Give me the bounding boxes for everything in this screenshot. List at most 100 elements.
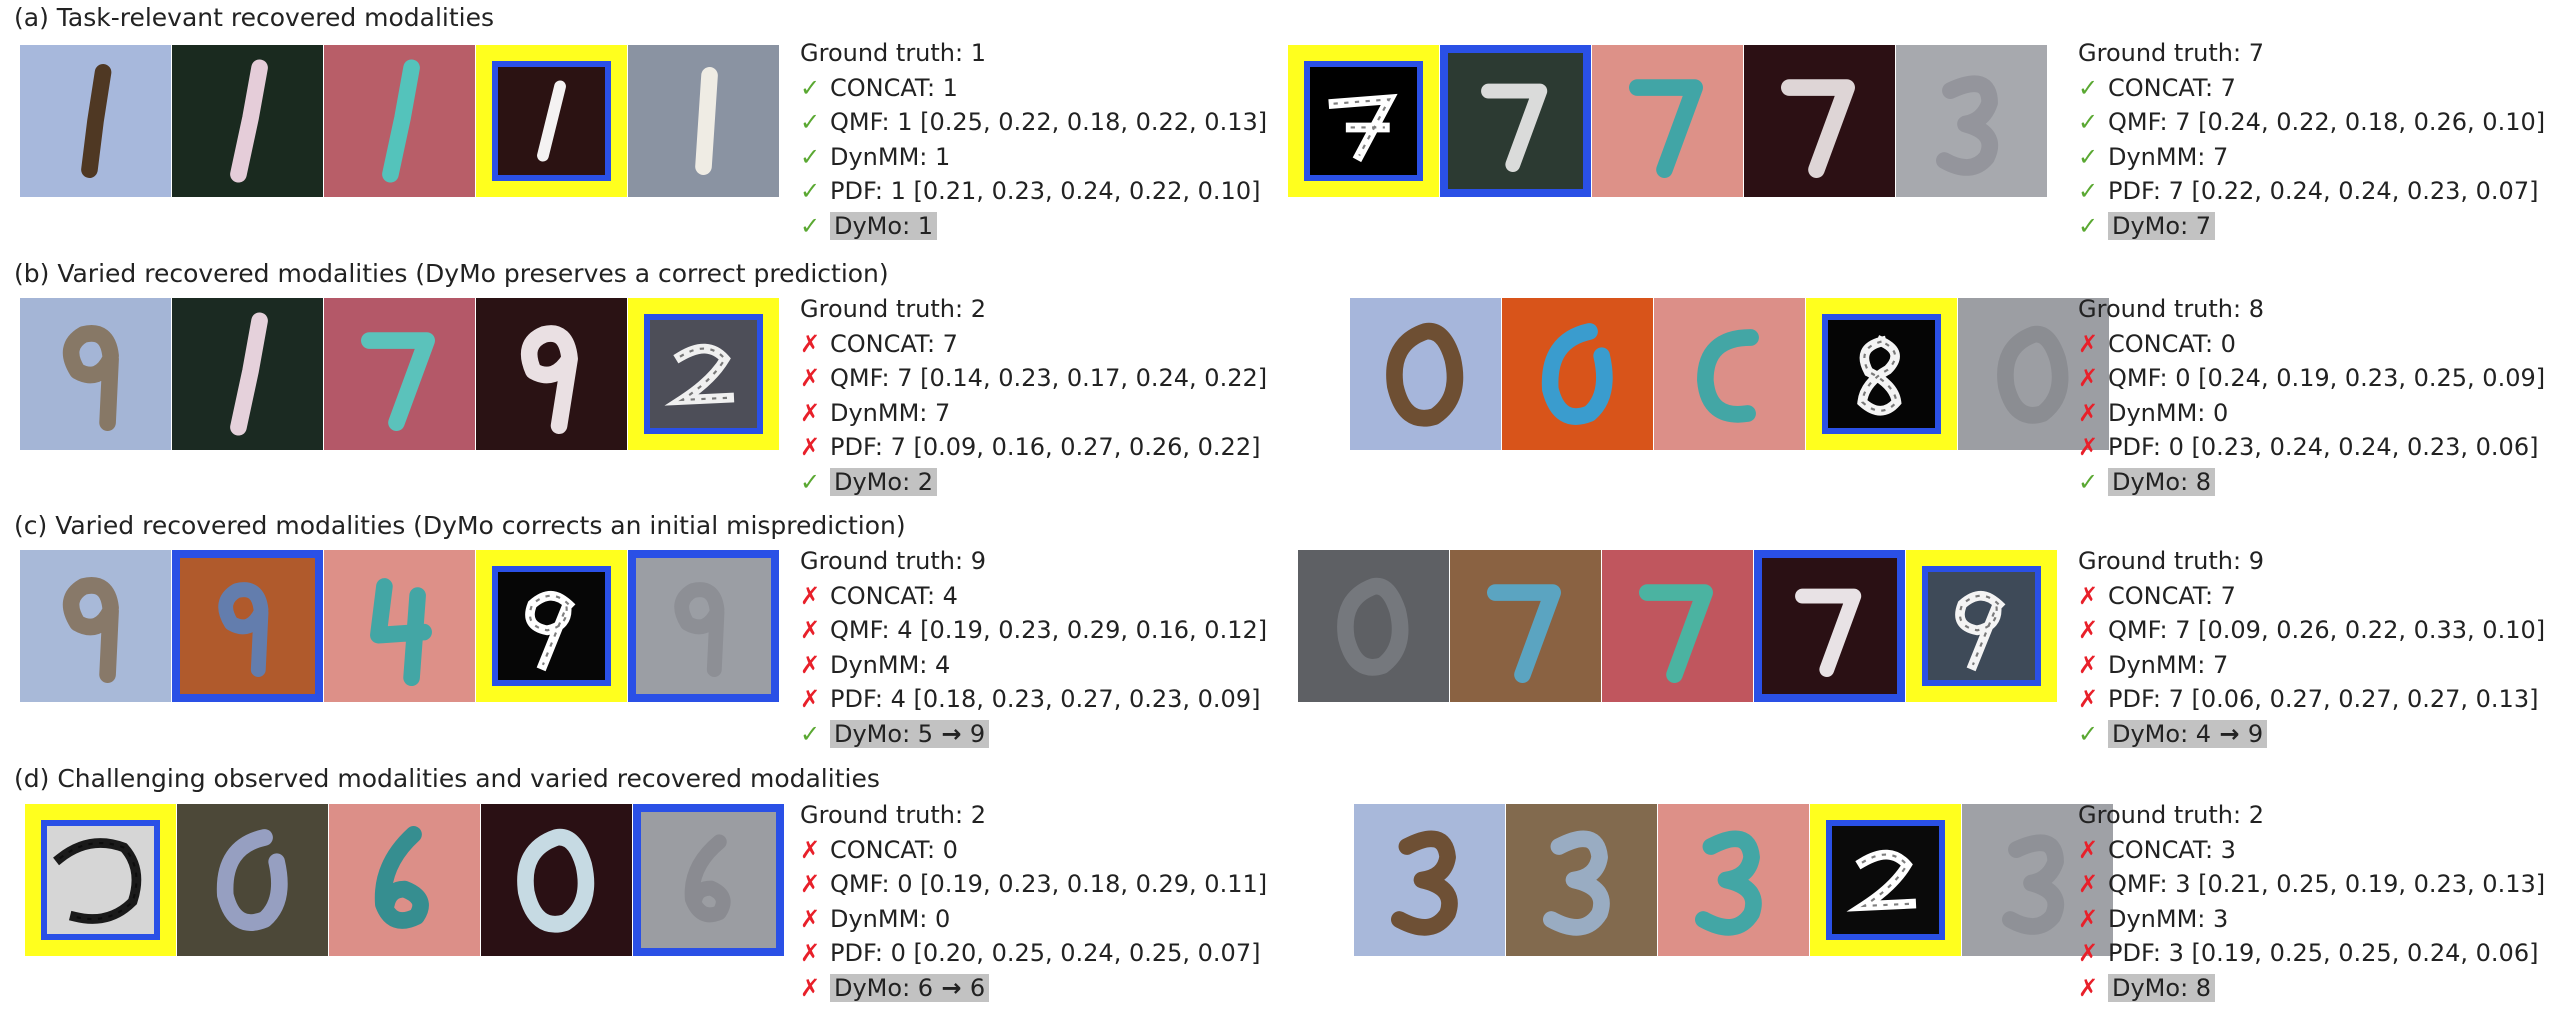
concat-result: ✗CONCAT: 7 [800, 327, 1267, 362]
concat-result: ✗ CONCAT: 0 [2078, 327, 2545, 362]
check-icon: ✓ [800, 211, 821, 240]
section-title-d: (d) Challenging observed modalities and … [14, 764, 880, 793]
dymo-initial: DyMo: 5 [834, 719, 934, 748]
concat-result: ✓CONCAT: 1 [800, 71, 1267, 106]
cross-icon: ✗ [2078, 616, 2099, 644]
cross-icon: ✗ [2078, 870, 2099, 898]
check-icon: ✓ [800, 719, 821, 748]
image-strip [20, 298, 779, 450]
cross-icon: ✗ [2078, 364, 2099, 392]
dymo-initial: DyMo: 6 [834, 973, 934, 1002]
pdf-result: ✗PDF: 7 [0.09, 0.16, 0.27, 0.26, 0.22] [800, 430, 1267, 465]
dymo-result: ✓DyMo: 2 [800, 465, 1267, 500]
modality-image [324, 298, 475, 450]
modality-image [476, 298, 627, 450]
qmf-label: QMF: 0 [0.24, 0.19, 0.23, 0.25, 0.09] [2108, 364, 2546, 392]
check-icon: ✓ [2078, 719, 2099, 748]
check-icon: ✓ [2078, 73, 2099, 102]
dymo-label: DyMo: 5 → 9 [830, 719, 990, 748]
result-block: Ground truth: 2✗CONCAT: 3✗QMF: 3 [0.21, … [2078, 798, 2545, 1005]
modality-image [1744, 45, 1895, 197]
pdf-result: ✗PDF: 7 [0.06, 0.27, 0.27, 0.27, 0.13] [2078, 682, 2545, 717]
dynmm-label: DynMM: 0 [2108, 398, 2229, 427]
section-title-a: (a) Task-relevant recovered modalities [14, 3, 495, 32]
cross-icon: ✗ [2078, 398, 2099, 427]
cross-icon: ✗ [800, 904, 821, 933]
dymo-final: 9 [2247, 719, 2264, 748]
dynmm-result: ✗DynMM: 7 [800, 396, 1267, 431]
cross-icon: ✗ [800, 685, 821, 713]
modality-image [1592, 45, 1743, 197]
modality-image [20, 45, 171, 197]
check-icon: ✓ [2078, 467, 2099, 496]
modality-image [1958, 298, 2109, 450]
modality-image [20, 298, 171, 450]
dymo-result: ✓ DyMo: 5 → 9 [800, 717, 1267, 752]
dymo-result: ✓ DyMo: 8 [2078, 465, 2545, 500]
modality-image [324, 45, 475, 197]
cross-icon: ✗ [800, 835, 821, 864]
dynmm-label: DynMM: 4 [830, 650, 951, 679]
cross-icon: ✗ [800, 939, 821, 967]
cross-icon: ✗ [2078, 835, 2099, 864]
dymo-initial: DyMo: 4 [2112, 719, 2212, 748]
modality-image [1906, 550, 2057, 702]
dymo-label: DyMo: 7 [2108, 211, 2216, 240]
modality-image [1288, 45, 1439, 197]
dymo-initial: DyMo: 2 [834, 467, 934, 496]
dymo-initial: DyMo: 8 [2112, 973, 2212, 1002]
qmf-result: ✓QMF: 1 [0.25, 0.22, 0.18, 0.22, 0.13] [800, 105, 1267, 140]
dynmm-result: ✗DynMM: 7 [2078, 648, 2545, 683]
cross-icon: ✗ [800, 616, 821, 644]
qmf-result: ✗ QMF: 0 [0.24, 0.19, 0.23, 0.25, 0.09] [2078, 361, 2545, 396]
result-block: Ground truth: 9✗CONCAT: 4✗QMF: 4 [0.19, … [800, 544, 1267, 751]
modality-image [324, 550, 475, 702]
modality-image [1962, 804, 2113, 956]
pdf-result: ✗ PDF: 3 [0.19, 0.25, 0.25, 0.24, 0.06] [2078, 936, 2545, 971]
dymo-result: ✓DyMo: 7 [2078, 209, 2545, 244]
pdf-label: PDF: 0 [0.23, 0.24, 0.24, 0.23, 0.06] [2108, 433, 2539, 461]
dynmm-result: ✗ DynMM: 0 [800, 902, 1267, 937]
dynmm-label: DynMM: 0 [830, 904, 951, 933]
arrow-right-icon: → [933, 719, 970, 748]
cross-icon: ✗ [800, 650, 821, 679]
check-icon: ✓ [800, 177, 821, 205]
result-block: Ground truth: 9✗CONCAT: 7✗QMF: 7 [0.09, … [2078, 544, 2545, 751]
qmf-result: ✗ QMF: 3 [0.21, 0.25, 0.19, 0.23, 0.13] [2078, 867, 2545, 902]
ground-truth: Ground truth: 7 [2078, 39, 2264, 67]
cross-icon: ✗ [2078, 329, 2099, 358]
modality-image [177, 804, 328, 956]
image-strip [20, 550, 779, 702]
pdf-result: ✗PDF: 0 [0.20, 0.25, 0.24, 0.25, 0.07] [800, 936, 1267, 971]
modality-image [628, 550, 779, 702]
arrow-right-icon: → [2211, 719, 2248, 748]
modality-image [1658, 804, 1809, 956]
dynmm-label: DynMM: 1 [830, 142, 951, 171]
ground-truth: Ground truth: 2 [800, 801, 986, 829]
qmf-label: QMF: 7 [0.24, 0.22, 0.18, 0.26, 0.10] [2108, 108, 2546, 136]
cross-icon: ✗ [800, 433, 821, 461]
pdf-label: PDF: 3 [0.19, 0.25, 0.25, 0.24, 0.06] [2108, 939, 2539, 967]
dynmm-label: DynMM: 7 [830, 398, 951, 427]
cross-icon: ✗ [2078, 939, 2099, 967]
modality-image [628, 45, 779, 197]
dymo-result: ✓DyMo: 1 [800, 209, 1267, 244]
modality-image [172, 550, 323, 702]
modality-image [481, 804, 632, 956]
concat-label: CONCAT: 7 [2108, 73, 2236, 102]
modality-image [25, 804, 176, 956]
cross-icon: ✗ [800, 870, 821, 898]
image-strip [25, 804, 784, 956]
modality-image [1654, 298, 1805, 450]
check-icon: ✓ [2078, 108, 2099, 136]
concat-label: CONCAT: 0 [2108, 329, 2236, 358]
dymo-initial: DyMo: 8 [2112, 467, 2212, 496]
cross-icon: ✗ [800, 581, 821, 610]
modality-image [1440, 45, 1591, 197]
dymo-label: DyMo: 6 → 6 [830, 973, 990, 1002]
pdf-label: PDF: 4 [0.18, 0.23, 0.27, 0.23, 0.09] [830, 685, 1261, 713]
qmf-label: QMF: 3 [0.21, 0.25, 0.19, 0.23, 0.13] [2108, 870, 2546, 898]
dymo-result: ✗DyMo: 8 [2078, 971, 2545, 1006]
pdf-result: ✓PDF: 7 [0.22, 0.24, 0.24, 0.23, 0.07] [2078, 174, 2545, 209]
cross-icon: ✗ [2078, 904, 2099, 933]
